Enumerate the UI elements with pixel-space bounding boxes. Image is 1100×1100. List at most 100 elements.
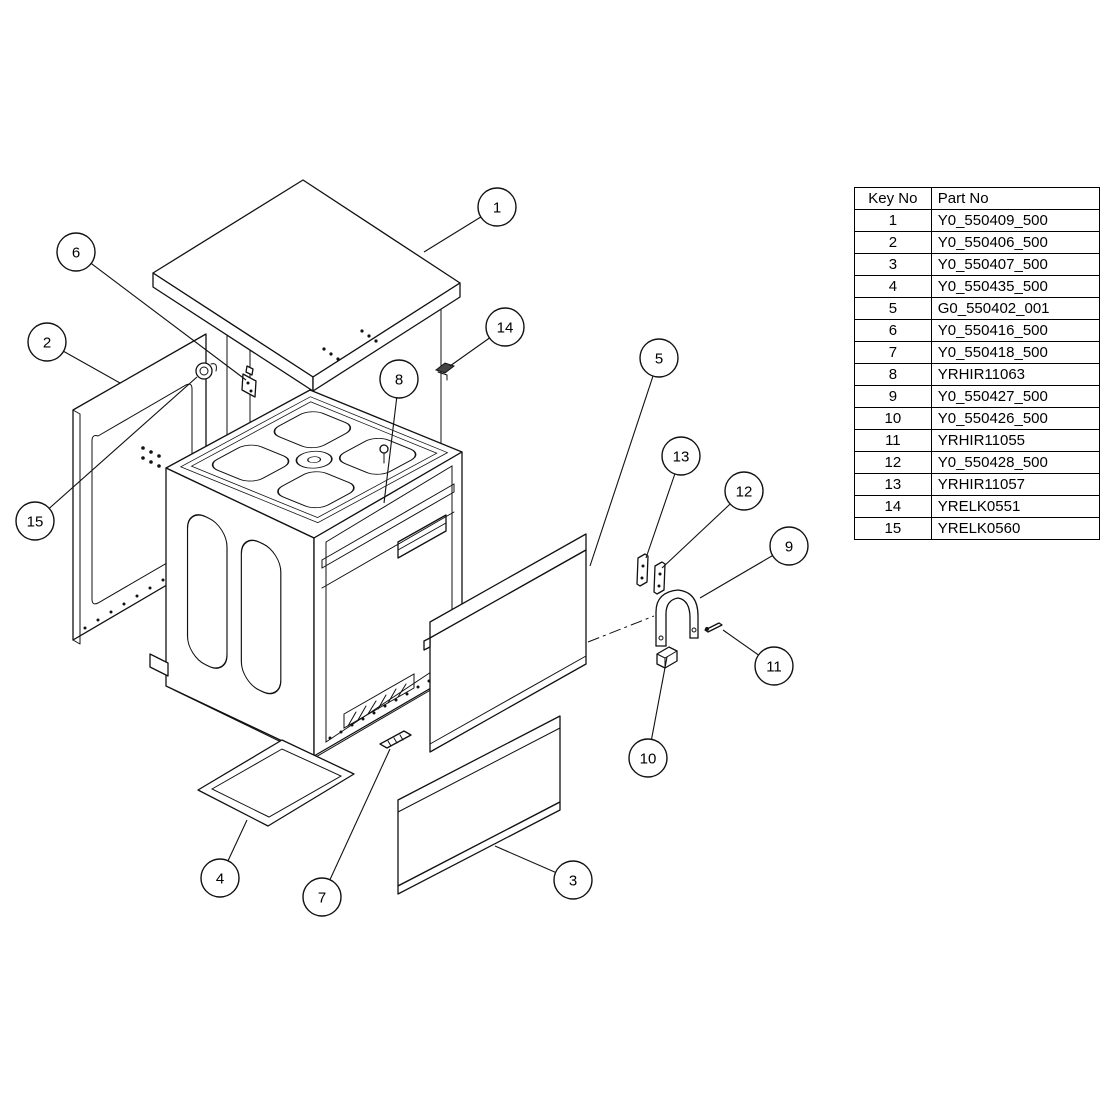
callout-leader-8 [383, 378, 400, 504]
callout-10: 10 [628, 738, 668, 778]
callout-circle-8 [379, 359, 419, 399]
part-no-cell: Y0_550407_500 [930, 253, 1100, 276]
support-bracket [655, 589, 699, 647]
cabinet-body [149, 389, 463, 759]
callout-leader-5 [589, 357, 660, 567]
callout-circle-10 [628, 738, 668, 778]
callout-8: 8 [379, 359, 419, 399]
drawer-rails [321, 483, 455, 589]
burner-plate [179, 396, 449, 524]
callout-2: 2 [27, 322, 67, 362]
centerline [587, 615, 655, 643]
callout-label-8: 8 [395, 372, 403, 389]
part-no-cell: Y0_550416_500 [930, 319, 1100, 342]
top-panel [152, 179, 461, 392]
callout-15: 15 [15, 501, 55, 541]
callout-5: 5 [639, 338, 679, 378]
callout-label-1: 1 [493, 200, 501, 217]
part-no-cell: Y0_550435_500 [930, 275, 1100, 298]
callout-circle-13 [661, 436, 701, 476]
callout-11: 11 [754, 646, 794, 686]
callout-circle-3 [553, 860, 593, 900]
top-panel-vents [322, 329, 378, 361]
callout-circles: 1 6 2 14 8 5 13 12 15 9 11 10 4 7 3 [15, 187, 809, 917]
part-no-cell: Y0_550409_500 [930, 209, 1100, 232]
key-no-cell: 7 [854, 341, 932, 364]
door-panel [397, 715, 561, 895]
key-no-cell: 5 [854, 297, 932, 320]
part-no-cell: Y0_550428_500 [930, 451, 1100, 474]
key-no-cell: 14 [854, 495, 932, 518]
key-no-cell: 3 [854, 253, 932, 276]
callout-1: 1 [477, 187, 517, 227]
key-no-cell: 10 [854, 407, 932, 430]
callout-leader-6 [75, 251, 247, 381]
callout-label-4: 4 [216, 871, 224, 888]
clip [434, 362, 456, 381]
callout-circle-14 [485, 307, 525, 347]
callout-circle-9 [769, 526, 809, 566]
key-no-cell: 2 [854, 231, 932, 254]
part-no-cell: YRELK0551 [930, 495, 1100, 518]
part-no-cell: G0_550402_001 [930, 297, 1100, 320]
callout-14: 14 [485, 307, 525, 347]
callout-circle-15 [15, 501, 55, 541]
key-no-header: Key No [854, 187, 932, 210]
callout-label-3: 3 [569, 873, 577, 890]
callout-circle-1 [477, 187, 517, 227]
key-no-cell: 12 [854, 451, 932, 474]
callout-label-5: 5 [655, 351, 663, 368]
key-no-cell: 4 [854, 275, 932, 298]
part-no-cell: Y0_550418_500 [930, 341, 1100, 364]
mounting-strip-12 [653, 561, 666, 595]
callout-label-11: 11 [766, 659, 782, 676]
callout-circle-12 [724, 471, 764, 511]
part-no-cell: YRELK0560 [930, 517, 1100, 540]
callout-leader-15 [34, 376, 198, 522]
callout-label-10: 10 [640, 751, 657, 768]
callout-label-15: 15 [27, 514, 44, 531]
callout-circle-7 [302, 877, 342, 917]
callout-circle-5 [639, 338, 679, 378]
callout-label-12: 12 [736, 484, 753, 501]
slide-bracket [379, 730, 412, 749]
callout-circle-6 [56, 232, 96, 272]
key-no-cell: 11 [854, 429, 932, 452]
callout-label-13: 13 [673, 449, 690, 466]
key-no-cell: 13 [854, 473, 932, 496]
foot-bracket [149, 653, 169, 677]
callout-7: 7 [302, 877, 342, 917]
key-no-cell: 6 [854, 319, 932, 342]
screw [379, 444, 389, 464]
callout-label-9: 9 [785, 539, 793, 556]
callout-4: 4 [200, 858, 240, 898]
callout-circle-4 [200, 858, 240, 898]
callout-label-7: 7 [318, 890, 326, 907]
callout-12: 12 [724, 471, 764, 511]
callout-leader-7 [321, 748, 391, 898]
part-no-cell: Y0_550427_500 [930, 385, 1100, 408]
grommet [195, 362, 217, 380]
callout-label-14: 14 [497, 320, 514, 337]
part-no-cell: YRHIR11063 [930, 363, 1100, 386]
part-no-cell: YRHIR11057 [930, 473, 1100, 496]
key-no-cell: 1 [854, 209, 932, 232]
part-no-cell: Y0_550406_500 [930, 231, 1100, 254]
front-panel [423, 533, 587, 753]
callout-label-6: 6 [72, 245, 80, 262]
